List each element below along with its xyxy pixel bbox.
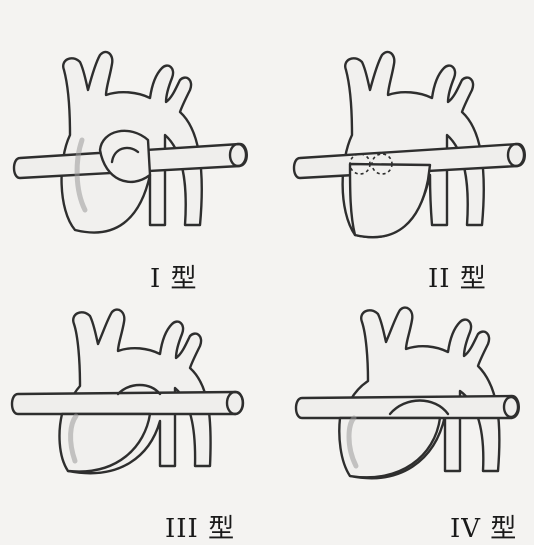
panel-type-4-label: IV 型 (450, 508, 517, 545)
panel-type-3-drawing (0, 296, 260, 506)
panel-type-2-label: II 型 (428, 258, 487, 295)
panel-type-1-label: I 型 (150, 258, 198, 295)
panel-type-2-drawing (280, 40, 534, 250)
panel-type-3-label: III 型 (165, 508, 235, 545)
panel-type-4-drawing (280, 296, 534, 506)
panel-type-1-drawing (0, 40, 260, 250)
